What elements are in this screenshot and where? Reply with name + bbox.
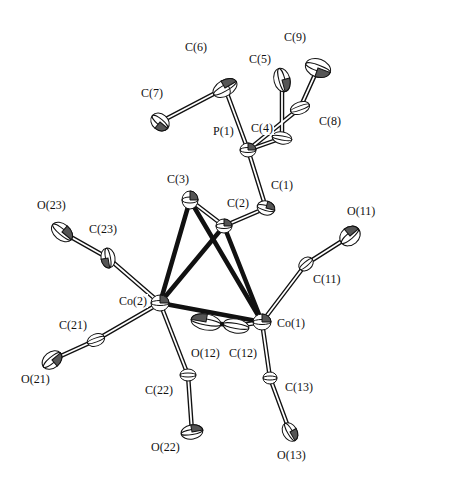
atom-label: C(7) [140, 86, 164, 100]
atom-label: C(1) [270, 178, 294, 192]
atom-label: O(21) [20, 372, 51, 386]
atom-label: C(5) [248, 52, 272, 66]
atom-label: Co(2) [118, 294, 148, 308]
atom-label: C(9) [283, 30, 307, 44]
atom-label: O(11) [346, 204, 376, 218]
atom-label: C(22) [144, 383, 174, 397]
atom-label: C(4) [250, 121, 274, 135]
atom-label: C(11) [312, 272, 342, 286]
atom-label: C(23) [88, 222, 118, 236]
thermal-ellipsoids [38, 55, 364, 444]
atom-label: O(13) [276, 448, 307, 462]
atom-label: C(13) [284, 380, 314, 394]
atom-label: Co(1) [276, 316, 306, 330]
atom-label: C(3) [166, 172, 190, 186]
bond-rods [52, 68, 350, 432]
atom-label: P(1) [212, 124, 235, 138]
atom-label: C(2) [226, 196, 250, 210]
atom-label: O(12) [190, 346, 221, 360]
atom-label: O(23) [36, 198, 67, 212]
atom-label: C(12) [228, 346, 258, 360]
atom-label: C(6) [184, 40, 208, 54]
atom-label: C(21) [58, 318, 88, 332]
atom-label: C(8) [318, 114, 342, 128]
atom-label: O(22) [150, 440, 181, 454]
